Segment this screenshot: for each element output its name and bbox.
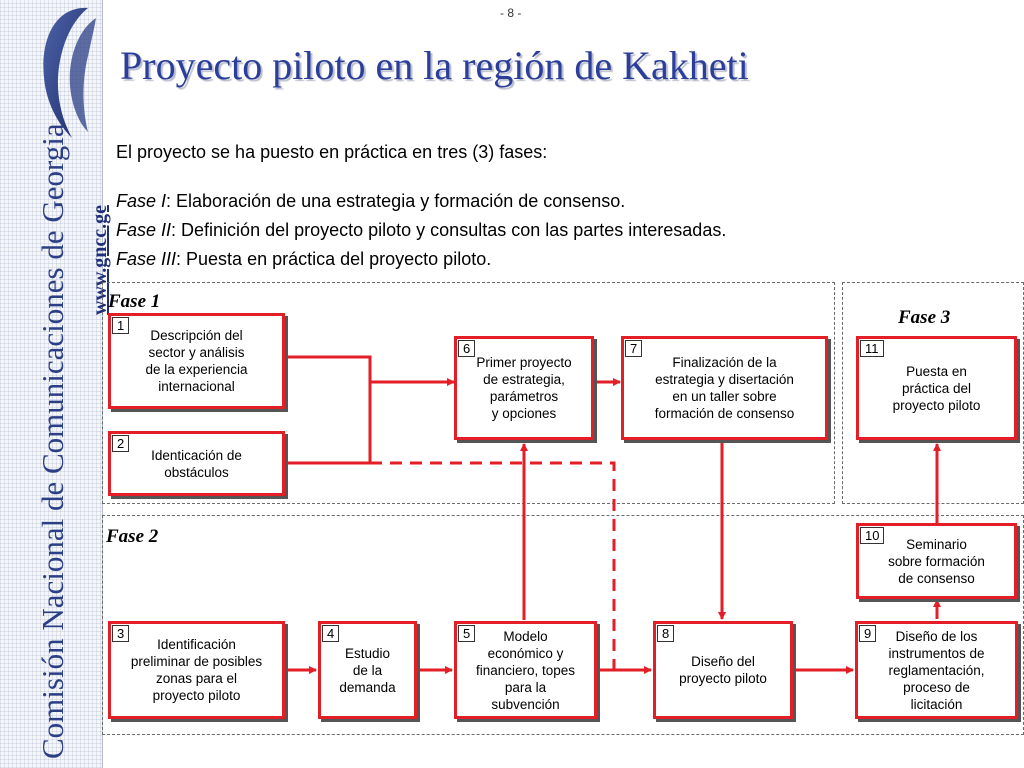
- step-text: Diseño de los instrumentos de reglamenta…: [888, 628, 985, 712]
- page-title: Proyecto piloto en la región de Kakheti: [120, 43, 749, 88]
- step-text: Puesta en práctica del proyecto piloto: [892, 363, 981, 413]
- step-text: Seminario sobre formación de consenso: [888, 536, 985, 586]
- step-text: Finalización de la estrategia y disertac…: [654, 355, 795, 421]
- step-number: 4: [322, 625, 340, 642]
- logo-icon: [43, 7, 96, 138]
- step-box-9: 9 Diseño de los instrumentos de reglamen…: [855, 621, 1018, 719]
- step-number: 7: [625, 340, 643, 357]
- step-number: 1: [112, 317, 130, 334]
- phase-3-label: Fase 3: [898, 307, 951, 328]
- connector-1-to-6: [284, 355, 455, 386]
- sidebar: www.gncc.ge Comisión Nacional de Comunic…: [0, 0, 111, 768]
- step-number: 5: [458, 625, 476, 642]
- step-text: Diseño del proyecto piloto: [679, 654, 767, 686]
- phase-1-label: Fase 1: [108, 291, 161, 312]
- step-box-1: 1 Descripción del sector y análisis de l…: [108, 313, 285, 409]
- page-number: - 8 -: [500, 6, 522, 20]
- step-number: 6: [458, 340, 476, 357]
- step-text: Modelo económico y financiero, topes par…: [475, 628, 576, 712]
- phase-description: : Definición del proyecto piloto y consu…: [171, 220, 727, 240]
- step-number: 3: [112, 625, 130, 642]
- phase-line-3: Fase III: Puesta en práctica del proyect…: [116, 245, 726, 274]
- step-box-7: 7 Finalización de la estrategia y disert…: [621, 336, 828, 440]
- step-box-2: 2 Identicación de obstáculos: [108, 431, 285, 496]
- step-number: 10: [860, 527, 885, 544]
- step-box-4: 4 Estudio de la demanda: [318, 621, 417, 719]
- intro-lead: El proyecto se ha puesto en práctica en …: [116, 142, 548, 162]
- phase-line-1: Fase I: Elaboración de una estrategia y …: [116, 187, 726, 216]
- step-number: 9: [859, 625, 877, 642]
- phase-name: Fase III: [116, 249, 177, 269]
- step-number: 11: [860, 340, 884, 357]
- step-text: Identificación preliminar de posibles zo…: [130, 637, 263, 703]
- step-box-11: 11 Puesta en práctica del proyecto pilot…: [856, 336, 1017, 440]
- step-box-6: 6 Primer proyecto de estrategia, parámet…: [454, 336, 594, 440]
- step-text: Identicación de obstáculos: [151, 447, 242, 480]
- step-box-8: 8 Diseño del proyecto piloto: [653, 621, 793, 719]
- phase-name: Fase II: [116, 220, 172, 240]
- step-number: 2: [112, 435, 130, 452]
- phase-line-2: Fase II: Definición del proyecto piloto …: [116, 216, 726, 245]
- phase-description: : Puesta en práctica del proyecto piloto…: [176, 249, 492, 269]
- connector-2-to-6: [284, 382, 372, 465]
- intro-text: El proyecto se ha puesto en práctica en …: [116, 138, 726, 274]
- step-text: Estudio de la demanda: [339, 645, 396, 695]
- phase-1-region: [102, 282, 835, 504]
- step-text: Primer proyecto de estrategia, parámetro…: [476, 355, 572, 421]
- step-box-10: 10 Seminario sobre formación de consenso: [856, 523, 1017, 599]
- step-box-3: 3 Identificación preliminar de posibles …: [108, 621, 285, 719]
- step-number: 8: [657, 625, 675, 642]
- connector-dashed-feedback: [370, 461, 616, 670]
- step-box-5: 5 Modelo económico y financiero, topes p…: [454, 621, 597, 719]
- phase-description: : Elaboración de una estrategia y formac…: [166, 191, 626, 211]
- phase-2-label: Fase 2: [106, 526, 159, 547]
- phase-name: Fase I: [116, 191, 167, 211]
- step-text: Descripción del sector y análisis de la …: [145, 328, 248, 394]
